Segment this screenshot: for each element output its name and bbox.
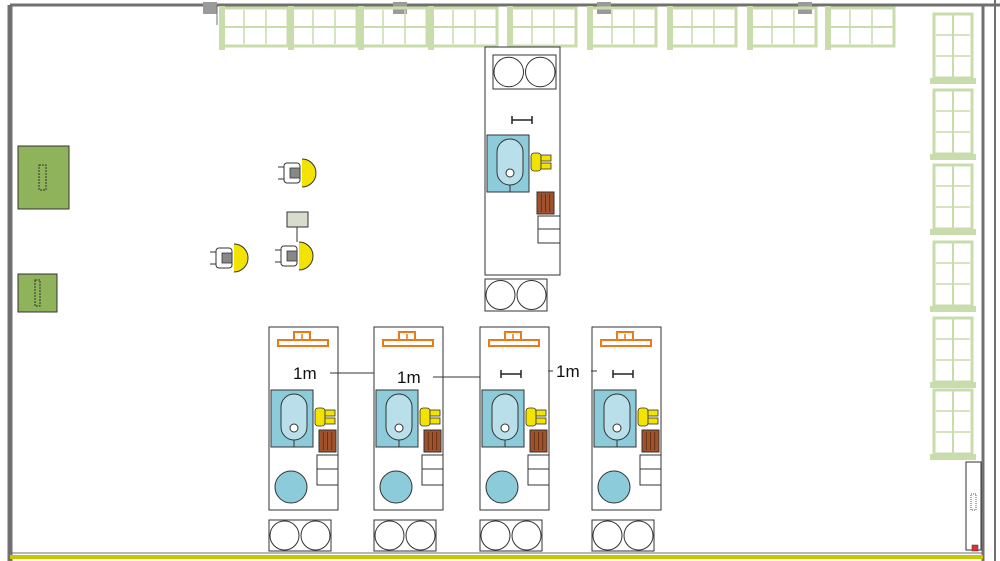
lamp-icon <box>277 331 329 347</box>
window-frame <box>930 240 976 312</box>
lamp-icon <box>600 331 652 347</box>
dimension-label: 1m <box>397 368 421 387</box>
loose-workers <box>210 158 317 273</box>
seated-person-icon <box>275 241 314 271</box>
tank-icon <box>486 134 552 193</box>
lamp-icon <box>488 331 540 347</box>
seated-person-icon <box>278 158 317 188</box>
window-frame <box>930 12 976 84</box>
tank-pair-icon <box>591 519 655 552</box>
operator-icon <box>314 407 336 427</box>
drum-icon <box>485 470 519 504</box>
window-frame <box>288 6 359 50</box>
crate-icon <box>536 191 555 215</box>
station-row-1 <box>268 326 339 552</box>
window-frame <box>219 6 290 50</box>
seated-person-icon <box>210 243 249 273</box>
operator-icon <box>525 407 547 427</box>
window-frame <box>930 316 976 388</box>
room-walls <box>7 0 1000 561</box>
drum-icon <box>379 470 413 504</box>
crate-icon <box>529 429 548 453</box>
station-row-4 <box>591 326 662 552</box>
cabinet-icon <box>527 454 550 486</box>
tank-icon <box>481 389 547 448</box>
stations <box>268 46 662 552</box>
dimension-label: 1m <box>293 364 317 383</box>
tank-pair-icon <box>484 278 548 312</box>
window-frame <box>825 6 896 50</box>
operator-icon <box>419 407 441 427</box>
chair-icon <box>286 211 309 228</box>
drum-icon <box>274 470 308 504</box>
window-frame <box>930 388 976 460</box>
window-frame <box>930 163 976 235</box>
cabinet-icon <box>316 454 339 486</box>
tank-pair-icon <box>479 519 543 552</box>
window-frame <box>428 6 499 50</box>
green-panel-icon <box>17 145 70 210</box>
dimension-lines <box>330 370 597 378</box>
cabinet-icon <box>639 454 662 486</box>
ruler-icon <box>500 370 522 378</box>
tank-icon <box>270 389 336 448</box>
ruler-icon <box>612 370 634 378</box>
window-frame <box>587 6 658 50</box>
ruler-icon <box>511 116 533 124</box>
door-icon <box>965 461 982 552</box>
operator-icon <box>530 152 552 172</box>
tank-icon <box>593 389 659 448</box>
right-window-frames <box>930 12 976 460</box>
tank-pair-icon <box>492 54 557 90</box>
window-frame <box>667 6 738 50</box>
tank-icon <box>375 389 441 448</box>
drum-icon <box>597 470 631 504</box>
crate-icon <box>318 429 337 453</box>
window-frame <box>930 88 976 160</box>
cabinet-icon <box>421 454 444 486</box>
station-top <box>484 46 561 312</box>
station-row-3 <box>479 326 550 552</box>
crate-icon <box>641 429 660 453</box>
window-frame <box>358 6 429 50</box>
operator-icon <box>637 407 659 427</box>
tank-pair-icon <box>373 519 437 552</box>
green-panel-icon <box>17 273 58 313</box>
crate-icon <box>423 429 442 453</box>
dimension-label: 1m <box>556 362 580 381</box>
window-frame <box>747 6 818 50</box>
lamp-icon <box>382 331 434 347</box>
window-frame <box>507 6 578 50</box>
station-row-2 <box>373 326 444 552</box>
tank-pair-icon <box>268 519 332 552</box>
top-window-frames <box>219 6 896 50</box>
